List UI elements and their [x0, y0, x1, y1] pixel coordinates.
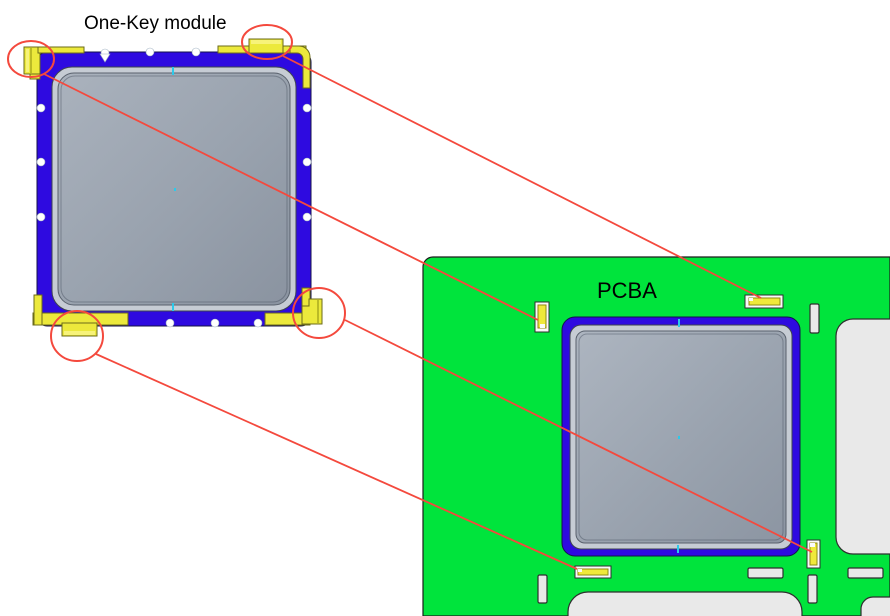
slot-bottom-left-vertical: [537, 574, 548, 604]
leader-bottom-left-tab-to-pad: [95, 353, 578, 570]
castellation-hole: [36, 103, 46, 113]
castellation-hole: [36, 212, 46, 222]
pcba-label: PCBA: [597, 278, 657, 303]
module-lid-contour: [60, 75, 288, 303]
castellation-hole: [302, 212, 312, 222]
slot-bottom-horizontal-2: [847, 567, 884, 579]
module-label: One-Key module: [84, 13, 227, 34]
rim-top-left: [37, 46, 85, 54]
fiducial-tick-top: [172, 67, 174, 75]
mounted-module: [561, 316, 801, 557]
cutout-right: [835, 318, 890, 555]
castellation-hole: [210, 318, 220, 328]
fiducial-tick-top: [678, 319, 680, 327]
leader-top-left-tab-to-pad: [43, 73, 539, 321]
module-fiducials: [172, 67, 176, 311]
castellation-hole: [302, 103, 312, 113]
fiducial-dot-center: [678, 436, 680, 439]
pad-top-notch: [749, 298, 753, 301]
panel-cutouts: [537, 303, 890, 616]
castellation-holes: [36, 47, 312, 328]
pad-bottom: [577, 568, 609, 576]
rim-left-bottom: [33, 294, 43, 326]
castellation-hole: [191, 47, 201, 57]
callout-circle-top-right-tab: [241, 24, 293, 60]
tab-top-right-face: [251, 40, 281, 44]
castellation-hole: [36, 157, 46, 167]
cutout-bottom-right: [860, 596, 890, 616]
one-key-module: [23, 38, 323, 337]
tab-bottom-right: [301, 298, 323, 325]
pad-right-notch: [810, 543, 815, 547]
tab-bottom-left-face: [64, 331, 95, 335]
fiducial-tick-bottom: [677, 545, 679, 553]
fiducial-tick-bottom: [172, 303, 174, 311]
castellation-notch: [99, 53, 111, 63]
castellation-hole: [165, 318, 175, 328]
pad-left-notch: [540, 324, 545, 328]
castellation-hole: [253, 318, 263, 328]
pad-top: [748, 297, 781, 306]
castellation-hole: [145, 47, 155, 57]
callout-circle-top-left-tab: [7, 40, 55, 78]
pad-bottom-notch: [578, 569, 582, 572]
slot-bottom-horizontal-1: [747, 567, 784, 579]
leader-top-right-tab-to-pad: [282, 55, 762, 299]
module-tab-highlights: [26, 40, 281, 335]
slot-bottom-right-vertical: [807, 574, 818, 604]
slot-top-right-vertical: [809, 303, 820, 334]
rim-corner-top-right: [289, 45, 311, 89]
callout-annotations: [7, 24, 813, 570]
mounted-module-lid: [575, 330, 787, 544]
fiducial-dot-center: [174, 188, 176, 191]
pcba-board: PCBA: [422, 256, 890, 616]
castellation-hole: [302, 157, 312, 167]
callout-circle-bottom-left-tab: [50, 310, 104, 362]
cutout-bottom: [567, 591, 803, 616]
tab-top-left-face: [26, 49, 29, 72]
leader-bottom-right-tab-to-pad: [344, 319, 813, 553]
module-tab-seams: [30, 48, 319, 323]
callout-circle-bottom-right-tab: [292, 287, 346, 339]
mounted-module-fiducials: [677, 319, 680, 553]
key-pad-notches: [540, 298, 815, 572]
